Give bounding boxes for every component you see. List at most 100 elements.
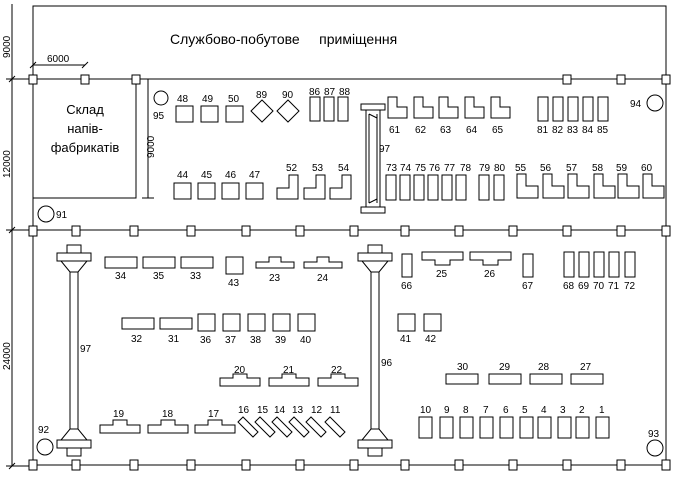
label-84: 84 xyxy=(582,125,594,136)
equipment-84 xyxy=(582,96,594,122)
label-15: 15 xyxy=(257,405,269,416)
equipment-8 xyxy=(459,416,474,439)
label-83: 83 xyxy=(567,125,579,136)
dimension-9000-top: 9000 xyxy=(2,35,13,58)
label-32: 32 xyxy=(131,334,143,345)
label-44: 44 xyxy=(177,170,189,181)
label-59: 59 xyxy=(616,163,628,174)
equipment-5 xyxy=(519,416,534,439)
equipment-52 xyxy=(276,174,299,200)
equipment-62 xyxy=(413,96,434,119)
column xyxy=(80,74,90,85)
equipment-34 xyxy=(104,256,138,269)
column xyxy=(129,459,139,471)
equipment-36 xyxy=(197,313,216,332)
label-67: 67 xyxy=(522,281,534,292)
equipment-16 xyxy=(237,416,259,438)
equipment-63 xyxy=(438,96,459,119)
equipment-35 xyxy=(142,256,176,269)
equipment-76 xyxy=(427,174,439,201)
label-35: 35 xyxy=(153,271,165,282)
equipment-77 xyxy=(441,174,453,201)
label-27: 27 xyxy=(580,362,592,373)
equipment-83 xyxy=(567,96,579,122)
label-97-upper: 97 xyxy=(379,144,391,155)
equipment-1 xyxy=(595,416,610,439)
equipment-11 xyxy=(324,416,346,438)
equipment-39 xyxy=(272,313,291,332)
equipment-46 xyxy=(221,182,240,200)
equipment-4 xyxy=(537,416,552,439)
label-25: 25 xyxy=(436,269,448,280)
label-60: 60 xyxy=(641,163,653,174)
column xyxy=(295,225,305,237)
equipment-66 xyxy=(401,253,413,278)
label-48: 48 xyxy=(177,94,189,105)
label-96: 96 xyxy=(381,358,393,369)
label-71: 71 xyxy=(608,281,620,292)
equipment-37 xyxy=(222,313,241,332)
label-82: 82 xyxy=(552,125,564,136)
label-47: 47 xyxy=(249,170,261,181)
label-76: 76 xyxy=(429,163,441,174)
equipment-73 xyxy=(385,174,397,201)
column xyxy=(400,225,410,237)
equipment-71 xyxy=(608,251,620,278)
dimension-6000: 6000 xyxy=(47,54,70,65)
label-73: 73 xyxy=(386,163,398,174)
dimension-12000: 12000 xyxy=(2,150,13,178)
column xyxy=(661,225,671,237)
equipment-70 xyxy=(593,251,605,278)
equipment-10 xyxy=(418,416,433,439)
equipment-9 xyxy=(439,416,454,439)
equipment-57 xyxy=(567,173,590,199)
label-50: 50 xyxy=(228,94,240,105)
equipment-31 xyxy=(159,317,193,330)
column xyxy=(562,459,572,471)
label-91: 91 xyxy=(56,210,68,221)
label-41: 41 xyxy=(400,334,412,345)
equipment-56 xyxy=(542,173,565,199)
column xyxy=(349,459,359,471)
label-63: 63 xyxy=(440,125,452,136)
label-57: 57 xyxy=(566,163,578,174)
column xyxy=(616,459,626,471)
service-room-title: Службово-побутове приміщення xyxy=(170,31,397,47)
column xyxy=(616,74,626,85)
equipment-28 xyxy=(529,373,563,385)
equipment-53 xyxy=(303,174,326,200)
equipment-79 xyxy=(478,174,490,201)
label-88: 88 xyxy=(339,87,351,98)
label-45: 45 xyxy=(201,170,213,181)
equipment-14 xyxy=(271,416,293,438)
equipment-85 xyxy=(597,96,609,122)
equipment-69 xyxy=(578,251,590,278)
column xyxy=(186,225,196,237)
label-34: 34 xyxy=(115,271,127,282)
label-89: 89 xyxy=(256,90,268,101)
equipment-19 xyxy=(99,419,141,434)
column xyxy=(129,225,139,237)
equipment-23 xyxy=(255,256,295,269)
equipment-68 xyxy=(563,251,575,278)
equipment-20 xyxy=(219,373,261,387)
label-74: 74 xyxy=(400,163,412,174)
label-33: 33 xyxy=(190,271,202,282)
label-81: 81 xyxy=(537,125,549,136)
label-75: 75 xyxy=(415,163,427,174)
label-5: 5 xyxy=(522,405,528,416)
column xyxy=(349,225,359,237)
equipment-65 xyxy=(490,96,511,119)
label-28: 28 xyxy=(538,362,550,373)
label-78: 78 xyxy=(460,163,472,174)
equipment-42 xyxy=(423,313,442,332)
equipment-82 xyxy=(552,96,564,122)
crane-96 xyxy=(357,244,393,457)
column xyxy=(562,74,572,85)
equipment-21 xyxy=(268,373,310,387)
equipment-45 xyxy=(197,182,216,200)
label-38: 38 xyxy=(250,335,262,346)
label-8: 8 xyxy=(463,405,469,416)
crane-97-lower xyxy=(56,244,92,457)
equipment-78 xyxy=(455,174,467,201)
